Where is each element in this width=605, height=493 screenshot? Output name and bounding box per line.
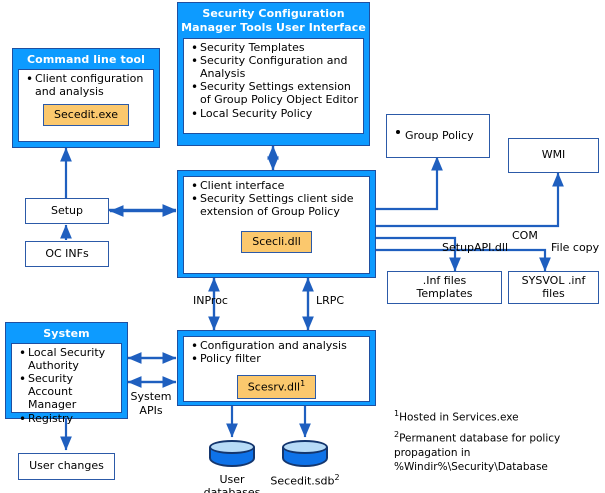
user-databases-caption: User databases bbox=[203, 473, 261, 493]
inf-files-templates-label: .Inf files Templates bbox=[416, 273, 473, 300]
footnote-1-marker: 1 bbox=[394, 409, 400, 418]
scm-tools-ui-box: Security Configuration Manager Tools Use… bbox=[177, 2, 370, 146]
sysvol-inf-files-label: SYSVOL .inf files bbox=[521, 273, 586, 300]
group-policy-label: Group Policy bbox=[405, 128, 474, 142]
command-line-tool-box: Command line tool Client configuration a… bbox=[12, 48, 160, 148]
system-header: System bbox=[43, 327, 90, 340]
list-item: Security Settings client side extension … bbox=[191, 192, 366, 219]
footnote-2: 2Permanent database for policy propagati… bbox=[394, 430, 594, 474]
client-engine-body: Client interface Security Settings clien… bbox=[183, 176, 370, 274]
footnote-1-text: Hosted in Services.exe bbox=[399, 411, 519, 424]
setup-label: Setup bbox=[50, 203, 84, 217]
lrpc-label: LRPC bbox=[316, 294, 345, 307]
group-policy-bullet-icon bbox=[396, 130, 400, 134]
command-line-tool-header: Command line tool bbox=[26, 53, 146, 66]
wmi-box: WMI bbox=[508, 138, 599, 173]
secedit-sdb-footnote-marker: 2 bbox=[334, 473, 340, 482]
footnote-1: 1Hosted in Services.exe bbox=[394, 409, 599, 425]
setupapi-label: SetupAPI.dll bbox=[442, 241, 509, 254]
secedit-sdb-caption: Secedit.sdb2 bbox=[250, 473, 360, 488]
scesrv-dll-chip[interactable]: Scesrv.dll1 bbox=[236, 374, 317, 399]
list-item: Security Account Manager bbox=[19, 372, 118, 412]
setup-box: Setup bbox=[25, 198, 109, 224]
list-item: Registry bbox=[19, 412, 118, 426]
client-engine-box: Client interface Security Settings clien… bbox=[177, 170, 376, 278]
inf-files-templates-box: .Inf files Templates bbox=[387, 271, 502, 304]
system-box: System Local Security Authority Security… bbox=[5, 322, 128, 426]
system-apis-label: System APIs bbox=[130, 390, 172, 417]
sysvol-inf-files-box: SYSVOL .inf files bbox=[508, 271, 599, 304]
client-engine-bullets: Client interface Security Settings clien… bbox=[184, 177, 369, 223]
oc-infs-label: OC INFs bbox=[45, 246, 89, 260]
secedit-sdb-label: Secedit.sdb bbox=[270, 474, 335, 488]
scm-tools-ui-header: Security Configuration Manager Tools Use… bbox=[181, 7, 366, 34]
system-body: Local Security Authority Security Accoun… bbox=[11, 343, 122, 426]
user-changes-label: User changes bbox=[29, 459, 104, 473]
com-label: COM bbox=[512, 229, 538, 242]
oc-infs-box: OC INFs bbox=[25, 241, 109, 267]
list-item: Security Configuration and Analysis bbox=[191, 54, 360, 81]
list-item: Configuration and analysis bbox=[191, 339, 366, 353]
wmi-label: WMI bbox=[541, 148, 566, 162]
scesrv-dll-label: Scesrv.dll bbox=[247, 380, 301, 394]
list-item: Local Security Authority bbox=[19, 346, 118, 373]
list-item: Security Settings extension of Group Pol… bbox=[191, 80, 360, 107]
list-item: Local Security Policy bbox=[191, 107, 360, 121]
file-copy-label: File copy bbox=[551, 241, 600, 254]
server-engine-body: Configuration and analysis Policy filter… bbox=[183, 336, 370, 402]
footnote-2-text: Permanent database for policy propagatio… bbox=[394, 432, 561, 473]
cylinder-top bbox=[282, 440, 328, 454]
secedit-exe-chip[interactable]: Secedit.exe bbox=[43, 104, 129, 127]
server-engine-bullets: Configuration and analysis Policy filter bbox=[184, 337, 369, 370]
scecli-dll-chip[interactable]: Scecli.dll bbox=[241, 230, 312, 253]
list-item: Client interface bbox=[191, 179, 366, 193]
user-databases-cylinder: User databases bbox=[204, 440, 260, 493]
group-policy-box: Group Policy bbox=[386, 114, 490, 158]
system-bullets: Local Security Authority Security Accoun… bbox=[12, 344, 121, 429]
user-changes-box: User changes bbox=[18, 453, 115, 480]
server-engine-box: Configuration and analysis Policy filter… bbox=[177, 330, 376, 406]
secedit-sdb-cylinder: Secedit.sdb2 bbox=[270, 440, 340, 488]
inproc-label: INProc bbox=[193, 294, 228, 307]
scesrv-footnote-marker: 1 bbox=[300, 378, 306, 388]
cylinder-top bbox=[209, 440, 255, 454]
scm-tools-ui-body: Security Templates Security Configuratio… bbox=[183, 37, 364, 134]
list-item: Client configuration and analysis bbox=[26, 72, 150, 99]
list-item: Security Templates bbox=[191, 41, 360, 55]
list-item: Policy filter bbox=[191, 352, 366, 366]
scm-tools-ui-bullets: Security Templates Security Configuratio… bbox=[184, 39, 363, 125]
command-line-tool-bullets: Client configuration and analysis bbox=[19, 70, 153, 102]
footnote-2-marker: 2 bbox=[394, 430, 400, 439]
command-line-tool-body: Client configuration and analysis Secedi… bbox=[18, 69, 154, 142]
